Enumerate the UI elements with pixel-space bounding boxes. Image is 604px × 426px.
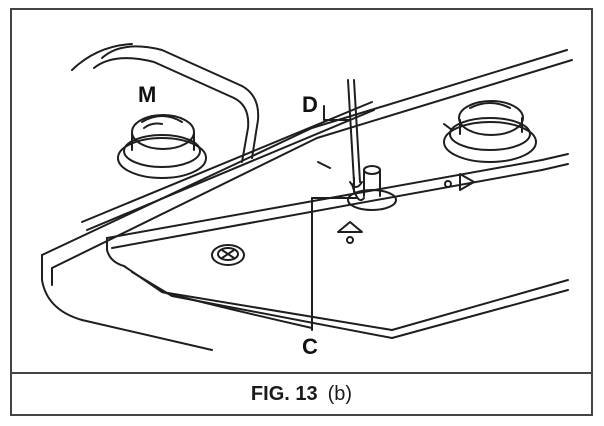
callout-m: M bbox=[138, 82, 156, 107]
figure-number: FIG. 13 bbox=[250, 382, 318, 405]
control-panel-outline bbox=[41, 49, 573, 351]
figure-caption: FIG. 13 (b) bbox=[12, 372, 591, 414]
spindle-c bbox=[347, 165, 397, 211]
knob-m bbox=[117, 114, 207, 179]
figure-frame: M D C FIG. 13 (b) bbox=[10, 8, 593, 416]
leader-lines bbox=[311, 105, 358, 331]
knob-right bbox=[443, 100, 537, 163]
ignition-button bbox=[211, 244, 245, 266]
flame-symbol bbox=[444, 173, 475, 191]
spindle-flame-symbol bbox=[337, 221, 363, 244]
callout-c: C bbox=[302, 334, 318, 359]
screwdriver-d bbox=[347, 79, 363, 188]
figure-subpart: (b) bbox=[327, 382, 353, 405]
hob-illustration: M D C bbox=[41, 43, 573, 359]
pan-support-outline bbox=[71, 43, 260, 163]
callout-d: D bbox=[302, 92, 318, 117]
